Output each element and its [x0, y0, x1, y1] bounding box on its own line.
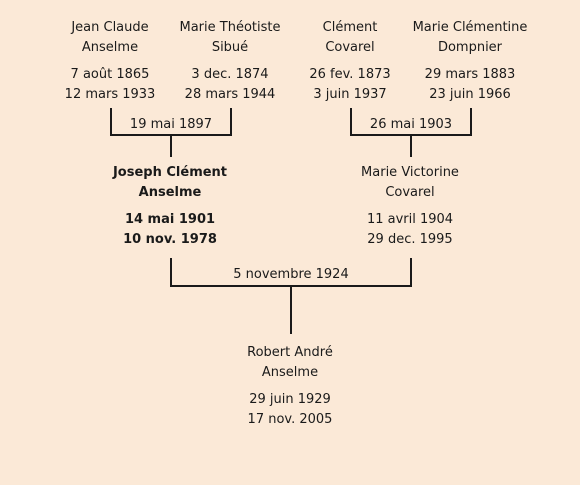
- person-dates: 29 juin 1929 17 nov. 2005: [215, 390, 365, 430]
- person-marie-clementine-dompnier: Marie Clémentine Dompnier 29 mars 1883 2…: [395, 18, 545, 105]
- marriage-date-parents: 5 novembre 1924: [233, 267, 349, 282]
- birth-date: 3 dec. 1874: [191, 67, 269, 82]
- connector-line: [230, 108, 232, 135]
- person-dates: 29 mars 1883 23 juin 1966: [395, 65, 545, 105]
- person-dates: 11 avril 1904 29 dec. 1995: [335, 210, 485, 250]
- marriage-date-paternal: 19 mai 1897: [129, 117, 213, 132]
- death-date: 12 mars 1933: [64, 87, 156, 102]
- person-clement-covarel: Clément Covarel 26 fev. 1873 3 juin 1937: [275, 18, 425, 105]
- connector-line: [350, 108, 352, 135]
- person-dates: 14 mai 1901 10 nov. 1978: [95, 210, 245, 250]
- person-marie-theotiste-sibue: Marie Théotiste Sibué 3 dec. 1874 28 mar…: [155, 18, 305, 105]
- death-date: 17 nov. 2005: [247, 412, 333, 427]
- connector-line: [470, 108, 472, 135]
- person-first-name: Marie Théotiste: [179, 20, 281, 35]
- person-dates: 7 août 1865 12 mars 1933: [35, 65, 185, 105]
- connector-line: [110, 108, 112, 135]
- person-marie-victorine-covarel: Marie Victorine Covarel 11 avril 1904 29…: [335, 163, 485, 250]
- person-last-name: Sibué: [211, 40, 249, 55]
- birth-date: 14 mai 1901: [124, 212, 216, 227]
- connector-line: [410, 134, 412, 157]
- death-date: 10 nov. 1978: [123, 232, 217, 247]
- death-date: 29 dec. 1995: [367, 232, 453, 247]
- connector-line: [290, 285, 292, 334]
- person-first-name: Robert André: [247, 345, 333, 360]
- person-first-name: Marie Victorine: [361, 165, 459, 180]
- person-dates: 26 fev. 1873 3 juin 1937: [275, 65, 425, 105]
- person-last-name: Anselme: [81, 40, 139, 55]
- person-first-name: Clément: [322, 20, 378, 35]
- birth-date: 7 août 1865: [70, 67, 150, 82]
- death-date: 23 juin 1966: [429, 87, 511, 102]
- person-last-name: Covarel: [325, 40, 375, 55]
- birth-date: 29 juin 1929: [249, 392, 331, 407]
- person-dates: 3 dec. 1874 28 mars 1944: [155, 65, 305, 105]
- connector-line: [170, 258, 172, 286]
- person-first-name: Joseph Clément: [112, 165, 228, 180]
- person-robert-andre-anselme: Robert André Anselme 29 juin 1929 17 nov…: [215, 343, 365, 430]
- person-joseph-clement-anselme: Joseph Clément Anselme 14 mai 1901 10 no…: [95, 163, 245, 250]
- birth-date: 29 mars 1883: [424, 67, 516, 82]
- person-last-name: Covarel: [385, 185, 435, 200]
- birth-date: 11 avril 1904: [366, 212, 454, 227]
- birth-date: 26 fev. 1873: [309, 67, 391, 82]
- connector-line: [410, 258, 412, 286]
- person-jean-claude-anselme: Jean Claude Anselme 7 août 1865 12 mars …: [35, 18, 185, 105]
- death-date: 28 mars 1944: [184, 87, 276, 102]
- person-last-name: Anselme: [261, 365, 319, 380]
- person-first-name: Jean Claude: [71, 20, 149, 35]
- person-last-name: Anselme: [138, 185, 202, 200]
- person-first-name: Marie Clémentine: [412, 20, 528, 35]
- connector-line: [170, 134, 172, 157]
- marriage-date-maternal: 26 mai 1903: [369, 117, 453, 132]
- death-date: 3 juin 1937: [313, 87, 387, 102]
- person-last-name: Dompnier: [437, 40, 503, 55]
